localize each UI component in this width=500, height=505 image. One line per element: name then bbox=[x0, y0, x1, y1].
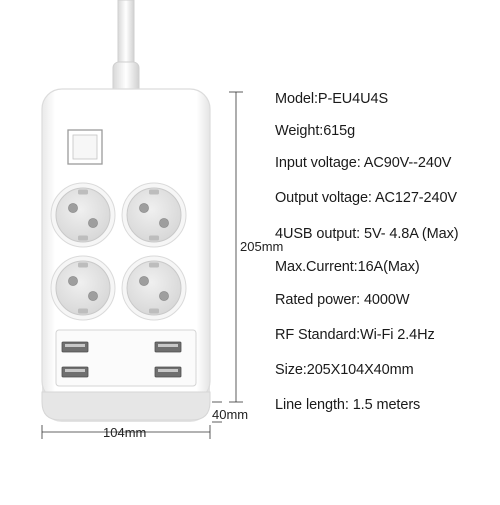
spec-line-length: Line length: 1.5 meters bbox=[275, 397, 421, 413]
pin-hole bbox=[88, 291, 98, 301]
pin-hole bbox=[139, 203, 149, 213]
earth-clip bbox=[78, 308, 88, 314]
socket-face bbox=[126, 187, 182, 243]
spec-model: Model:P-EU4U4S bbox=[275, 91, 389, 107]
earth-clip bbox=[78, 235, 88, 241]
usb-panel bbox=[55, 329, 197, 387]
pin-hole bbox=[68, 276, 78, 286]
schuko-sockets bbox=[50, 182, 187, 321]
earth-clip bbox=[149, 262, 159, 268]
schuko-socket bbox=[50, 255, 116, 321]
pin-hole bbox=[68, 203, 78, 213]
spec-input-voltage: Input voltage: AC90V--240V bbox=[275, 155, 452, 171]
usb-port-tongue bbox=[158, 344, 178, 347]
spec-usb-output: 4USB output: 5V- 4.8A (Max) bbox=[275, 226, 459, 242]
earth-clip bbox=[78, 189, 88, 195]
socket-face bbox=[126, 260, 182, 316]
spec-output-voltage: Output voltage: AC127-240V bbox=[275, 190, 457, 206]
dimension-lines bbox=[41, 91, 243, 439]
schuko-socket bbox=[121, 182, 187, 248]
usb-ports bbox=[61, 341, 182, 378]
spec-weight: Weight:615g bbox=[275, 123, 356, 139]
pin-hole bbox=[88, 218, 98, 228]
earth-clip bbox=[78, 262, 88, 268]
height-dimension-label: 205mm bbox=[240, 239, 283, 254]
pin-hole bbox=[159, 218, 169, 228]
earth-clip bbox=[149, 189, 159, 195]
spec-rf-standard: RF Standard:Wi-Fi 2.4Hz bbox=[275, 327, 435, 343]
power-switch-inner bbox=[72, 134, 98, 160]
socket-face bbox=[55, 187, 111, 243]
usb-port-tongue bbox=[65, 369, 85, 372]
usb-port-tongue bbox=[65, 344, 85, 347]
width-dimension-label: 104mm bbox=[103, 425, 146, 440]
pin-hole bbox=[159, 291, 169, 301]
spec-max-current: Max.Current:16A(Max) bbox=[275, 259, 420, 275]
socket-face bbox=[55, 260, 111, 316]
depth-dimension-label: 40mm bbox=[212, 407, 248, 422]
schuko-socket bbox=[121, 255, 187, 321]
spec-size: Size:205X104X40mm bbox=[275, 362, 414, 378]
usb-port-tongue bbox=[158, 369, 178, 372]
schuko-socket bbox=[50, 182, 116, 248]
power-strip-base-edge bbox=[41, 391, 211, 421]
pin-hole bbox=[139, 276, 149, 286]
earth-clip bbox=[149, 308, 159, 314]
earth-clip bbox=[149, 235, 159, 241]
spec-rated-power: Rated power: 4000W bbox=[275, 292, 410, 308]
